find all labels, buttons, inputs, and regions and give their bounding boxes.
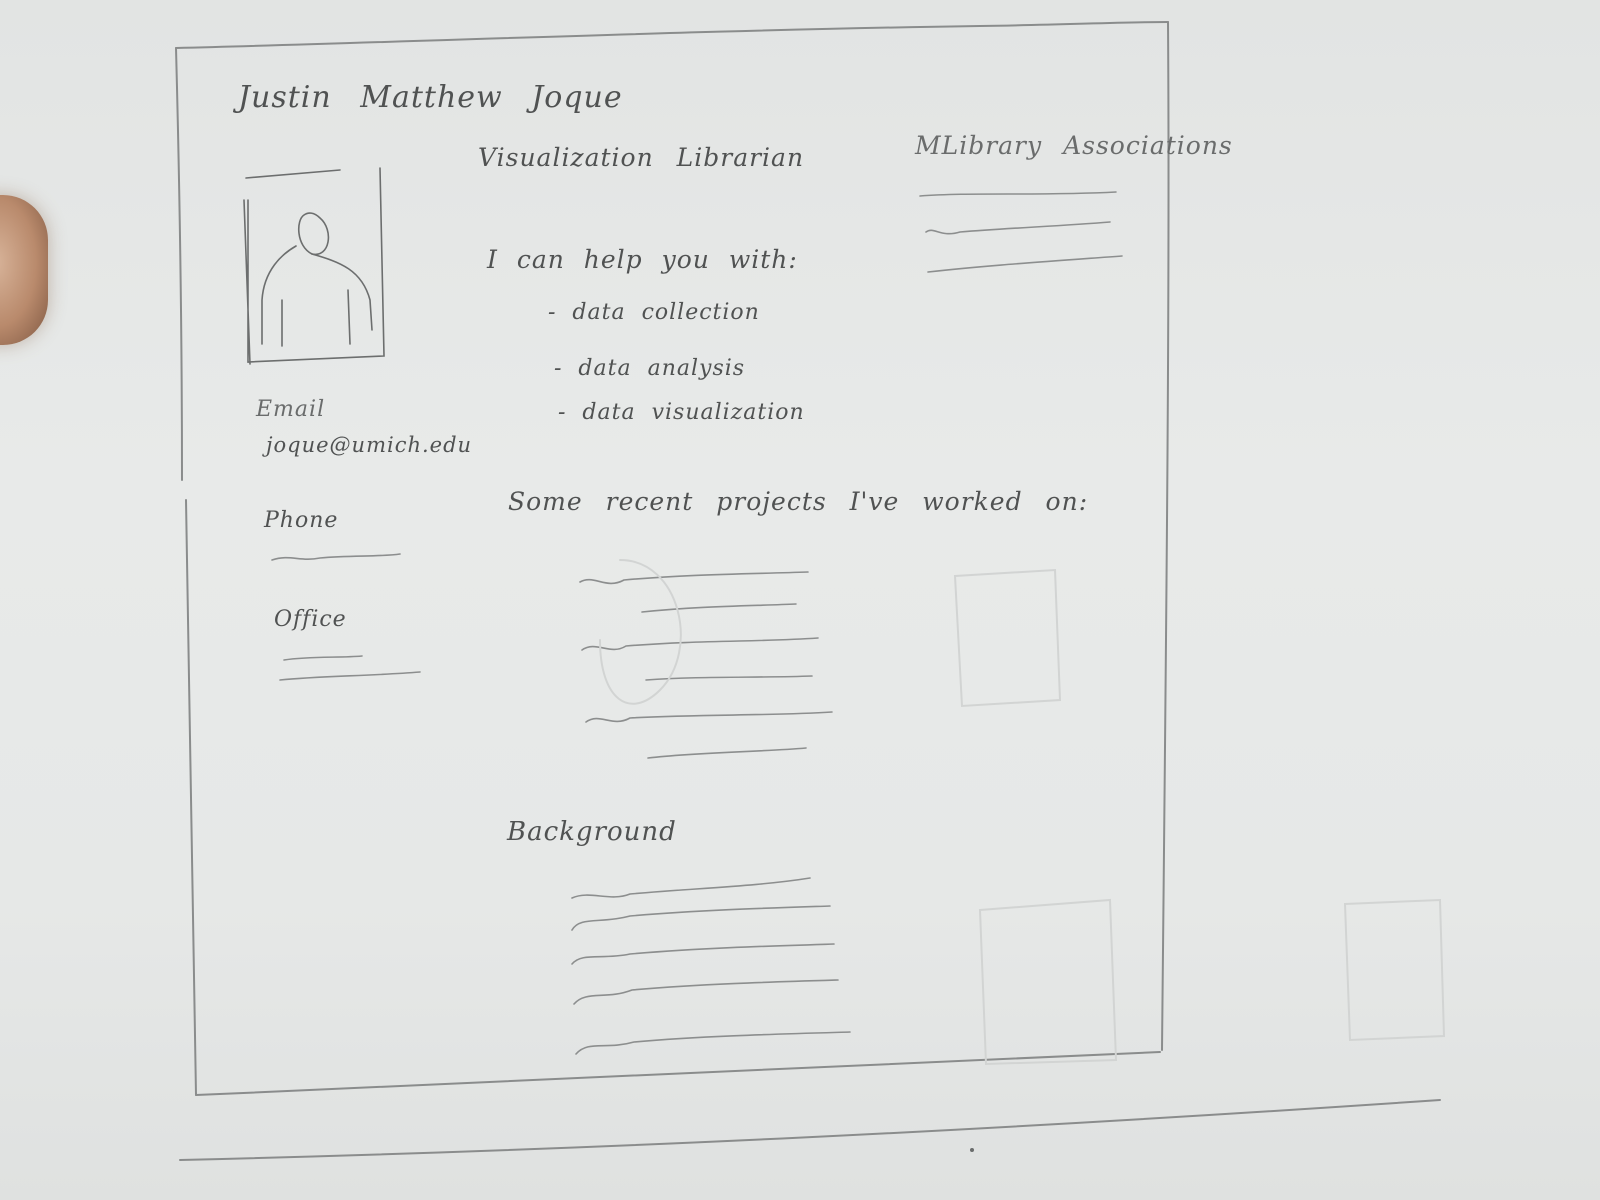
project-line-3 xyxy=(581,637,819,651)
associations-heading: MLibrary Associations xyxy=(915,131,1233,160)
help-heading: I can help you with: xyxy=(487,245,798,274)
holding-thumb xyxy=(0,195,48,345)
project-line-4 xyxy=(645,675,813,681)
background-line-2 xyxy=(571,905,831,931)
phone-value-line xyxy=(271,553,401,561)
project-line-5 xyxy=(585,711,833,723)
background-line-5 xyxy=(575,1031,851,1055)
office-label: Office xyxy=(274,607,347,632)
project-line-1 xyxy=(579,571,809,585)
person-name: Justin Matthew Joque xyxy=(238,80,623,115)
office-value-line-2 xyxy=(279,671,421,681)
project-line-6 xyxy=(647,747,807,759)
help-item: - data visualization xyxy=(558,400,805,425)
frame-right-edge xyxy=(1161,21,1170,1051)
pencil-dot xyxy=(970,1148,974,1152)
association-line-1 xyxy=(919,191,1117,197)
showthrough-box-3 xyxy=(1343,898,1446,1042)
avatar-body xyxy=(261,245,373,347)
help-item: - data analysis xyxy=(554,356,746,381)
showthrough-box-1 xyxy=(953,568,1062,708)
background-line-1 xyxy=(571,877,811,899)
background-line-3 xyxy=(571,943,835,965)
frame-top-edge xyxy=(175,21,1169,49)
email-value: joque@umich.edu xyxy=(266,433,473,457)
showthrough-box-2 xyxy=(978,898,1118,1066)
association-line-2 xyxy=(925,221,1111,235)
project-line-2 xyxy=(641,603,797,613)
photo-frame xyxy=(243,167,385,365)
phone-label: Phone xyxy=(264,508,339,533)
frame-left-edge xyxy=(175,47,197,1096)
background-line-4 xyxy=(573,979,839,1005)
help-item: - data collection xyxy=(548,300,760,325)
projects-heading: Some recent projects I've worked on: xyxy=(508,487,1089,516)
office-value-line-1 xyxy=(283,655,363,661)
avatar-head xyxy=(297,212,330,256)
job-title: Visualization Librarian xyxy=(478,143,805,172)
frame-bottom-edge xyxy=(195,1051,1161,1096)
email-label: Email xyxy=(256,397,326,422)
paper-bottom-edge xyxy=(179,1099,1441,1161)
background-heading: Background xyxy=(507,817,677,847)
showthrough-circle xyxy=(599,559,682,705)
association-line-3 xyxy=(927,255,1123,273)
